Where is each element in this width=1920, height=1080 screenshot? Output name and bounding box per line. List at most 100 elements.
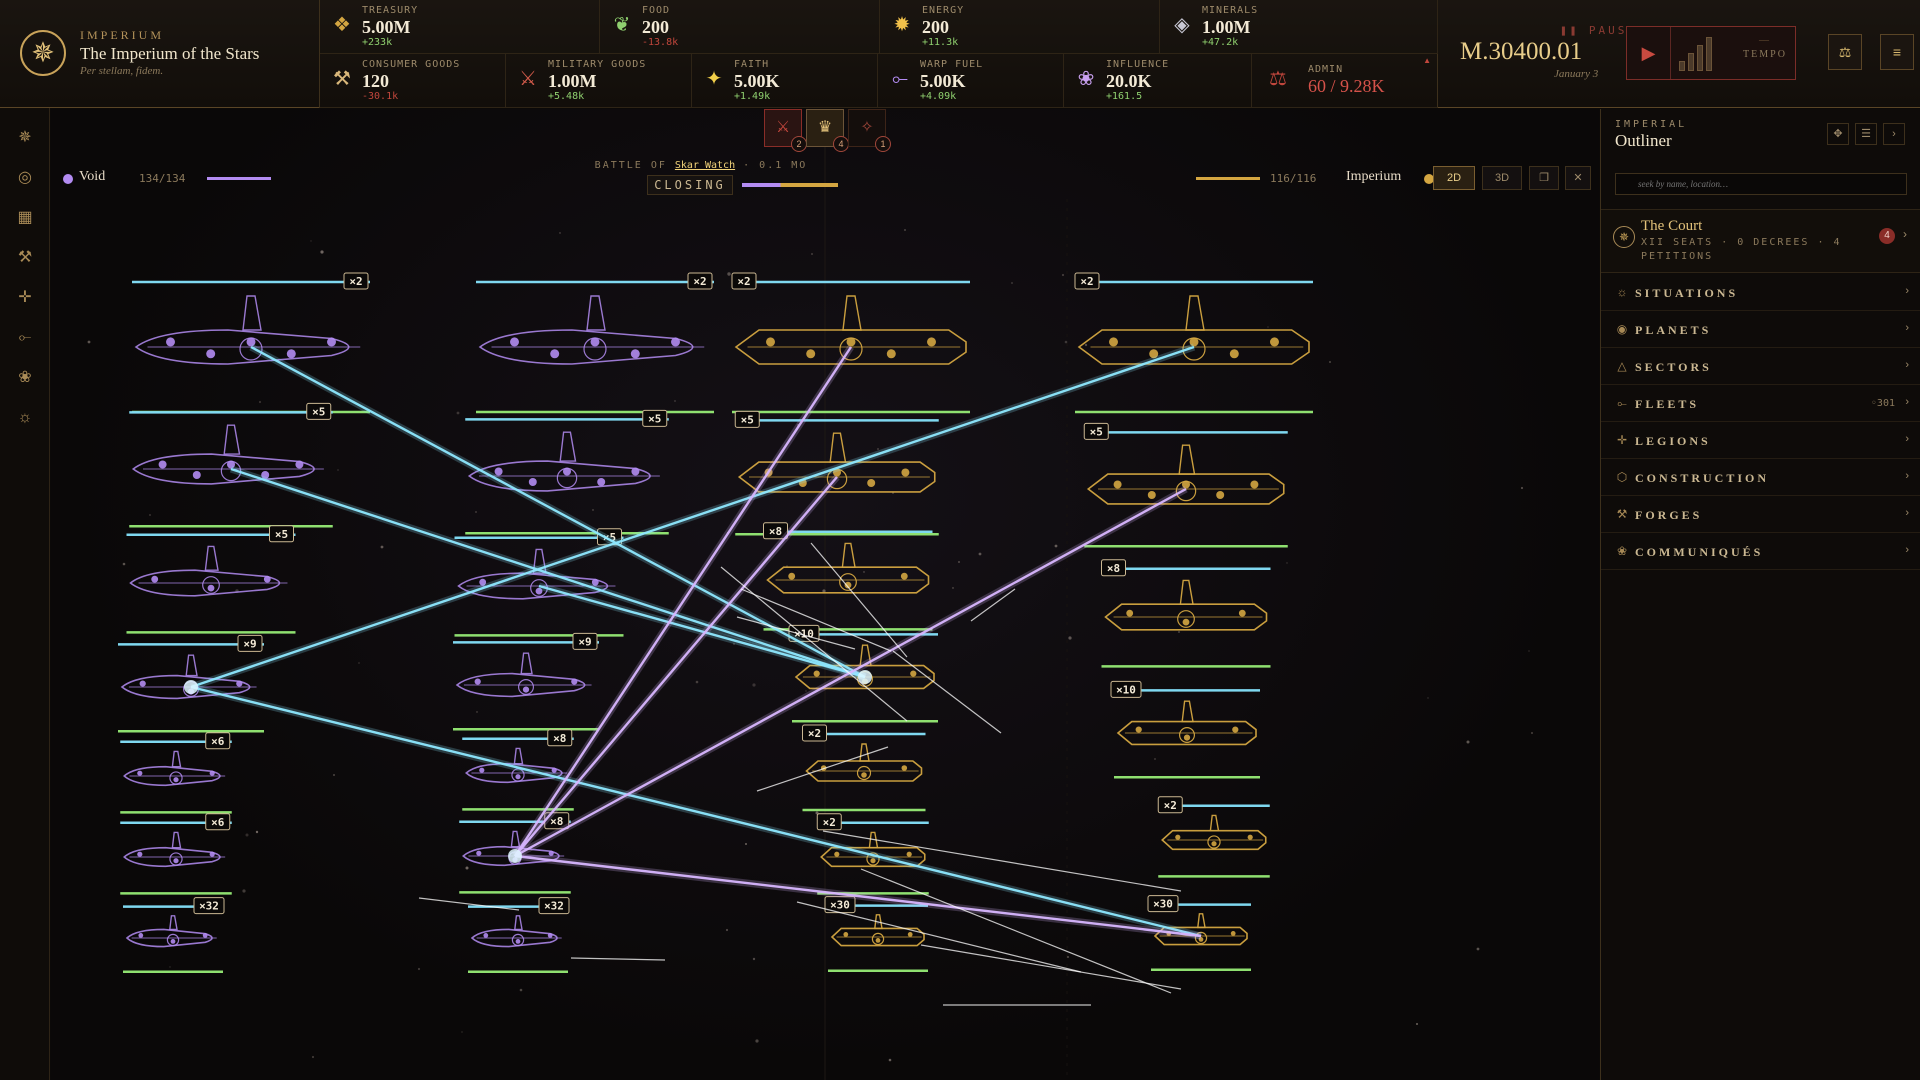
fleet-count-badge — [1157, 796, 1183, 814]
speed-bar-3[interactable] — [1697, 45, 1703, 71]
outliner-collapse-icon[interactable]: › — [1883, 123, 1905, 145]
play-button[interactable]: ▶ — [1627, 27, 1671, 79]
outliner-pin-icon[interactable]: ✥ — [1827, 123, 1849, 145]
star — [475, 511, 477, 513]
void-fleet-1-3[interactable]: ×9 — [453, 632, 599, 731]
ledger-button[interactable]: ⚖ — [1828, 34, 1862, 70]
void-fleet-1-2[interactable]: ×5 — [454, 528, 624, 637]
outliner-search-input[interactable] — [1615, 173, 1907, 195]
view-2d-button[interactable]: 2D — [1433, 166, 1475, 190]
warp-icon: ⟜ — [892, 68, 908, 90]
battle-name[interactable]: Skar Watch — [674, 160, 736, 171]
chevron-right-icon[interactable]: › — [1905, 285, 1909, 297]
battle-tab-3[interactable]: ✧1 — [848, 109, 891, 152]
view-3d-button[interactable]: 3D — [1482, 166, 1522, 190]
ship-turret — [867, 479, 876, 487]
speed-bar-4[interactable] — [1706, 37, 1712, 71]
void-fleet-0-5[interactable]: ×6 — [120, 813, 232, 895]
chevron-right-icon[interactable]: › — [1905, 544, 1909, 556]
imperium-fleet-0-6[interactable]: ×30 — [824, 896, 928, 973]
resource-delta: +47.2k — [1202, 37, 1239, 48]
tools-icon[interactable]: ⚒ — [17, 249, 33, 266]
popout-icon[interactable]: ❐ — [1529, 166, 1559, 190]
imperium-fleet-0-0[interactable]: ×2 — [731, 272, 970, 414]
star — [149, 514, 151, 516]
speed-bar-2[interactable] — [1688, 53, 1694, 71]
projectile-streak — [920, 944, 1182, 990]
outliner-list-icon[interactable]: ☰ — [1855, 123, 1877, 145]
admin-capacity[interactable]: ⚖ ADMIN 60 / 9.28K ▲ — [1252, 54, 1438, 108]
chevron-right-icon[interactable]: › — [1905, 396, 1909, 408]
ship-hull — [805, 760, 923, 782]
court-entry[interactable]: ✵ The Court XII SEATS · 0 DECREES · 4 PE… — [1601, 209, 1920, 273]
fleet-count-badge — [1074, 272, 1100, 290]
ship-turret — [906, 851, 912, 857]
void-fleet-1-4[interactable]: ×8 — [462, 729, 574, 811]
imperium-fleet-0-5[interactable]: ×2 — [816, 813, 929, 895]
void-fleet-0-2[interactable]: ×5 — [126, 525, 296, 634]
outliner-row-construction[interactable]: ⬡CONSTRUCTION› — [1601, 459, 1920, 496]
warp-icon[interactable]: ⟜ — [18, 329, 32, 346]
main-menu-button[interactable]: ≡ — [1880, 34, 1914, 70]
outliner-row-planets[interactable]: ◉PLANETS› — [1601, 311, 1920, 348]
ship-hull — [1161, 829, 1267, 851]
fleet-count-badge — [816, 813, 842, 831]
void-fleet-1-1[interactable]: ×5 — [465, 409, 669, 535]
outliner-row-communiqués[interactable]: ❀COMMUNIQUÉS› — [1601, 533, 1920, 570]
court-seal-icon: ✵ — [1613, 226, 1635, 248]
chevron-right-icon[interactable]: › — [1905, 322, 1909, 334]
imperium-fleet-1-2[interactable]: ×8 — [1101, 559, 1271, 668]
imperium-fleet-0-2[interactable]: ×8 — [763, 522, 933, 631]
chevron-right-icon[interactable]: › — [1903, 227, 1907, 241]
speed-bars[interactable] — [1679, 35, 1723, 71]
battle-tab-2[interactable]: ♛4 — [806, 109, 849, 152]
imperium-fleet-0-4[interactable]: ×2 — [802, 724, 926, 812]
imperium-fleet-1-5[interactable]: ×30 — [1147, 895, 1251, 972]
close-icon[interactable]: ✕ — [1565, 166, 1591, 190]
flower-icon[interactable]: ❀ — [18, 369, 32, 386]
outliner-row-forges[interactable]: ⚒FORGES› — [1601, 496, 1920, 533]
void-fleet-1-6[interactable]: ×32 — [468, 897, 570, 974]
cross-icon[interactable]: ✛ — [18, 289, 32, 306]
projectile-streak — [720, 566, 908, 722]
speed-bar-1[interactable] — [1679, 61, 1685, 71]
chevron-right-icon[interactable]: › — [1905, 359, 1909, 371]
tempo-control[interactable]: —TEMPO — [1743, 35, 1787, 60]
void-fleet-1-0[interactable]: ×2 — [476, 272, 714, 414]
chevron-right-icon[interactable]: › — [1905, 507, 1909, 519]
chevron-right-icon[interactable]: › — [1905, 470, 1909, 482]
void-fleet-0-4[interactable]: ×6 — [120, 732, 232, 814]
ship-turret — [263, 575, 271, 583]
target-icon[interactable]: ◎ — [18, 169, 32, 186]
ship-turret — [494, 467, 503, 476]
imperium-fleet-1-0[interactable]: ×2 — [1074, 272, 1313, 414]
compass-icon[interactable]: ✵ — [18, 129, 32, 146]
game-date: M.30400.01 — [1460, 38, 1583, 65]
imperium-fleet-1-4[interactable]: ×2 — [1157, 796, 1270, 878]
gear-icon[interactable]: ☼ — [17, 409, 33, 426]
void-fleet-0-1[interactable]: ×5 — [129, 402, 333, 528]
cross-icon: ✛ — [1616, 433, 1628, 447]
fleet-count-badge — [731, 272, 757, 290]
chevron-right-icon[interactable]: › — [1905, 433, 1909, 445]
outliner-row-sectors[interactable]: △SECTORS› — [1601, 348, 1920, 385]
outliner-row-situations[interactable]: ☼SITUATIONS› — [1601, 274, 1920, 311]
imperium-color-dot — [1424, 174, 1434, 184]
imperium-fleet-1-3[interactable]: ×10 — [1110, 680, 1260, 779]
void-fleet-0-6[interactable]: ×32 — [123, 897, 225, 974]
outliner-row-fleets[interactable]: ⟜FLEETS◦301› — [1601, 385, 1920, 422]
battle-tab-1[interactable]: ⚔2 — [764, 109, 807, 152]
grid-icon[interactable]: ▦ — [17, 209, 33, 226]
imperium-fleet-1-1[interactable]: ×5 — [1083, 422, 1288, 548]
outliner-row-legions[interactable]: ✛LEGIONS› — [1601, 422, 1920, 459]
empire-emblem-panel[interactable]: ✵ IMPERIUM The Imperium of the Stars Per… — [0, 0, 320, 108]
